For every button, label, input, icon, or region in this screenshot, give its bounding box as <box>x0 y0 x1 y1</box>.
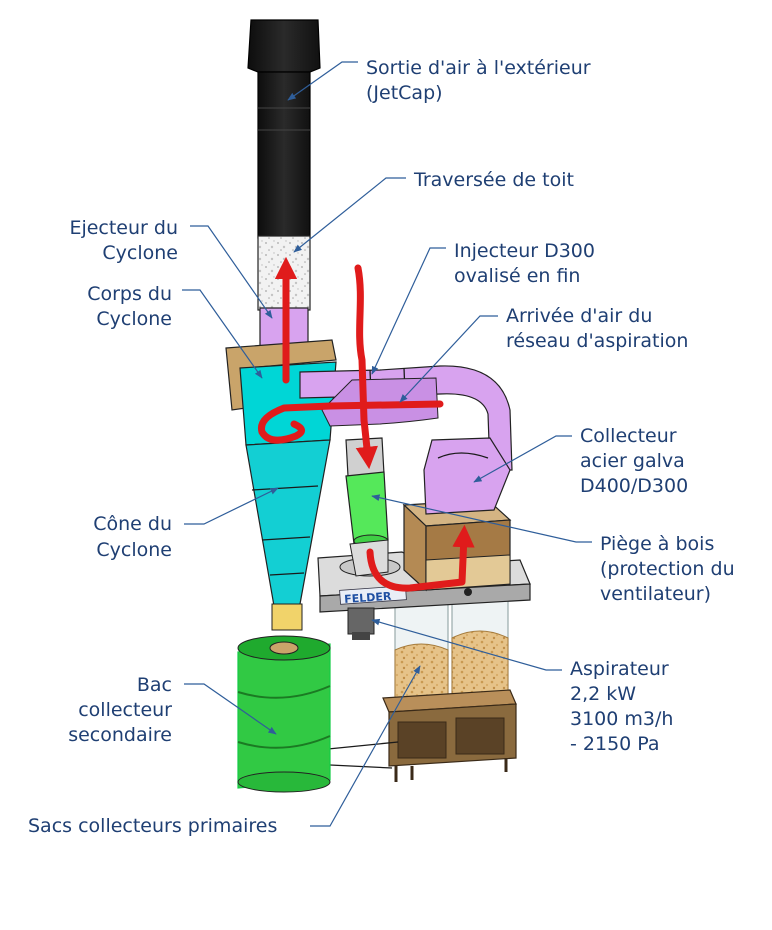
felder-logo: FELDER <box>344 590 392 606</box>
intake-duct <box>299 365 513 515</box>
svg-text:acier galva: acier galva <box>580 450 685 472</box>
svg-text:Corps du: Corps du <box>87 283 172 305</box>
svg-text:Cyclone: Cyclone <box>96 308 172 330</box>
svg-text:2,2 kW: 2,2 kW <box>570 683 636 705</box>
svg-text:collecteur: collecteur <box>78 699 172 721</box>
svg-text:Injecteur D300: Injecteur D300 <box>454 240 595 262</box>
jetcap-chimney <box>247 19 321 239</box>
labels: Sortie d'air à l'extérieur (JetCap) Trav… <box>28 57 735 837</box>
svg-text:(protection du: (protection du <box>600 558 735 580</box>
label-collecteur: Collecteur acier galva D400/D300 <box>580 425 688 497</box>
illustration: FELDER <box>225 19 531 793</box>
label-arrivee-air: Arrivée d'air du réseau d'aspiration <box>506 305 688 352</box>
svg-text:Bac: Bac <box>137 674 172 696</box>
svg-text:Collecteur: Collecteur <box>580 425 677 447</box>
label-bac: Bac collecteur secondaire <box>68 674 172 746</box>
svg-text:D400/D300: D400/D300 <box>580 475 688 497</box>
label-ejecteur: Ejecteur du Cyclone <box>69 217 178 264</box>
svg-text:Traversée de toit: Traversée de toit <box>413 169 574 191</box>
svg-text:- 2150 Pa: - 2150 Pa <box>570 733 660 755</box>
wood-trap <box>402 499 512 592</box>
svg-text:(JetCap): (JetCap) <box>366 82 443 104</box>
svg-text:Cyclone: Cyclone <box>102 242 178 264</box>
svg-text:Aspirateur: Aspirateur <box>570 658 669 680</box>
secondary-drum <box>237 635 331 793</box>
label-sortie-air: Sortie d'air à l'extérieur (JetCap) <box>366 57 591 104</box>
svg-text:Cyclone: Cyclone <box>96 539 172 561</box>
label-cone: Cône du Cyclone <box>93 513 172 561</box>
airflow-arrows <box>257 256 475 592</box>
svg-text:Cône du: Cône du <box>93 513 172 535</box>
leader-lines <box>182 61 592 827</box>
svg-text:ovalisé en fin: ovalisé en fin <box>454 265 580 287</box>
label-aspirateur: Aspirateur 2,2 kW 3100 m3/h - 2150 Pa <box>570 658 673 755</box>
label-sacs: Sacs collecteurs primaires <box>28 815 277 837</box>
svg-text:ventilateur): ventilateur) <box>600 583 711 605</box>
svg-text:réseau d'aspiration: réseau d'aspiration <box>506 330 688 352</box>
svg-text:3100 m3/h: 3100 m3/h <box>570 708 673 730</box>
label-piege: Piège à bois (protection du ventilateur) <box>600 533 735 605</box>
label-traversee-toit: Traversée de toit <box>413 169 574 191</box>
svg-text:Arrivée d'air du: Arrivée d'air du <box>506 305 652 327</box>
label-corps: Corps du Cyclone <box>87 283 172 330</box>
svg-text:Sacs collecteurs primaires: Sacs collecteurs primaires <box>28 815 277 837</box>
svg-text:Sortie d'air à l'extérieur: Sortie d'air à l'extérieur <box>366 57 591 79</box>
svg-text:Piège à bois: Piège à bois <box>600 533 714 555</box>
bag-stand <box>382 689 517 782</box>
label-injecteur: Injecteur D300 ovalisé en fin <box>454 240 595 287</box>
svg-text:secondaire: secondaire <box>68 724 172 746</box>
svg-text:Ejecteur du: Ejecteur du <box>69 217 178 239</box>
